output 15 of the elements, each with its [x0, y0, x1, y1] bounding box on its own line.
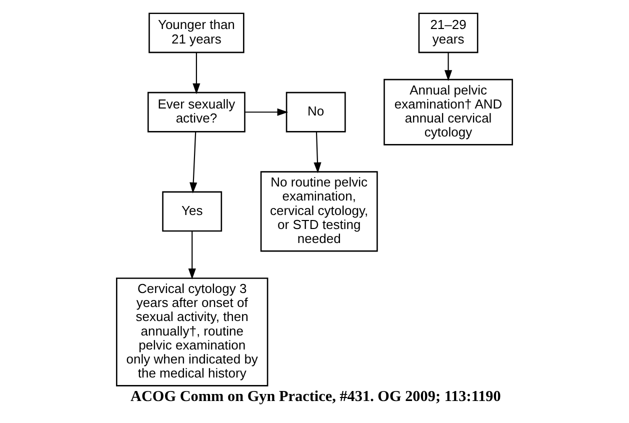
- node-box: Younger than 21 years: [148, 12, 244, 53]
- node-box: Annual pelvic examination† AND annual cervical cytology: [384, 78, 513, 145]
- node-box: No routine pelvic examination, cervical cytology, or STD testing needed: [260, 170, 378, 252]
- arrow: [444, 52, 452, 80]
- node-box: No: [286, 91, 346, 132]
- arrow: [314, 131, 322, 173]
- node-box: Cervical cytology 3 years after onset of sexual activity, then annually†, routine pelvic examination only when indicated by the medical history: [116, 277, 268, 386]
- node-box: Yes: [162, 190, 222, 232]
- arrow: [190, 131, 198, 193]
- arrow: [244, 108, 288, 116]
- node-box: 21–29 years: [418, 12, 478, 53]
- arrow: [188, 230, 196, 279]
- caption: ACOG Comm on Gyn Practice, #431. OG 2009; 113:1190: [130, 388, 501, 405]
- arrow: [192, 52, 200, 94]
- node-box: Ever sexually active?: [147, 91, 246, 132]
